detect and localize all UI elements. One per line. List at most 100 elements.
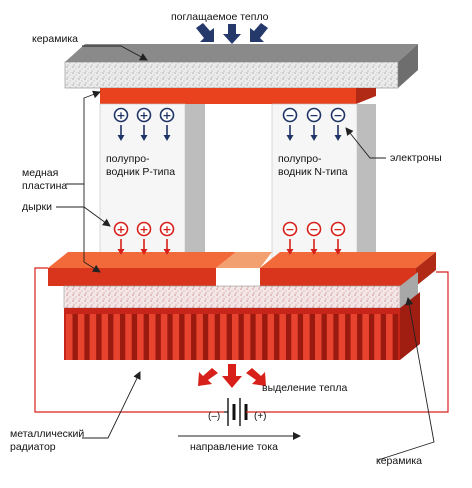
radiator-fin-shadow <box>333 314 339 360</box>
svg-text:+: + <box>139 223 148 236</box>
holes-label: дырки <box>22 201 52 213</box>
radiator-fin <box>291 314 298 360</box>
heat-in-arrows <box>196 23 268 44</box>
svg-text:−: − <box>333 223 342 236</box>
heat-release-label: выделение тепла <box>262 382 347 394</box>
hole-carrier: + <box>159 221 175 255</box>
svg-text:−: − <box>333 109 342 122</box>
radiator-label-2: радиатор <box>10 441 56 453</box>
hole-carrier: + <box>136 107 152 141</box>
electron-carrier: − <box>330 107 346 141</box>
radiator-fin-shadow <box>84 314 90 360</box>
radiator-fin <box>89 314 97 360</box>
n-type-label-2: водник N-типа <box>278 166 348 178</box>
radiator-fin-shadow <box>179 314 185 360</box>
electron-carrier: − <box>330 221 346 255</box>
radiator-fin-shadow <box>369 314 375 360</box>
svg-text:+: + <box>139 109 148 122</box>
electrons-label: электроны <box>390 152 442 164</box>
radiator-fin-shadow <box>380 314 387 360</box>
svg-text:+: + <box>116 223 125 236</box>
radiator-fin-shadow <box>143 314 149 360</box>
electrons-bottom-row: −−− <box>282 221 346 255</box>
radiator-fin-shadow <box>286 314 292 360</box>
radiator-fin-shadow <box>345 314 351 360</box>
radiator-fin <box>279 314 286 360</box>
radiator-fin-shadow <box>262 314 268 360</box>
hole-carrier: + <box>136 221 152 255</box>
radiator-fin <box>184 314 192 360</box>
electron-carrier: − <box>282 221 298 255</box>
bottom-copper-middle <box>216 252 272 268</box>
radiator-fin <box>315 314 322 360</box>
svg-text:−: − <box>285 109 294 122</box>
radiator-fin <box>196 314 203 360</box>
radiator-fin-shadow <box>392 314 398 360</box>
radiator-fin-shadow <box>167 314 173 360</box>
ceramic-bottom-label: керамика <box>376 455 422 467</box>
ceramic-top-label: керамика <box>32 33 78 45</box>
top-copper-plate <box>100 88 376 104</box>
electron-carrier: − <box>306 107 322 141</box>
circuit-wire <box>34 267 449 413</box>
radiator-fin <box>149 314 156 360</box>
p-type-label-1: полупро- <box>106 153 150 165</box>
bottom-copper-plate-left <box>48 252 236 286</box>
holes-bottom-row: + + + <box>113 221 175 255</box>
svg-text:−: − <box>309 109 318 122</box>
electron-carrier: − <box>306 221 322 255</box>
bottom-copper-plate-right <box>260 252 436 286</box>
radiator-fin <box>208 314 215 360</box>
battery-minus-label: (–) <box>208 411 220 422</box>
current-direction-label: направление тока <box>190 441 278 453</box>
radiator-fin-shadow <box>226 314 232 360</box>
leader-lines <box>56 45 435 461</box>
radiator-fin-shadow <box>131 314 138 360</box>
battery-symbol <box>224 398 264 426</box>
radiator-fin <box>303 314 310 360</box>
radiator-fin-shadow <box>321 314 327 360</box>
radiator-fin <box>386 314 393 360</box>
electrons-top-row: −−− <box>282 107 346 141</box>
p-type-label-2: водник P-типа <box>106 166 175 178</box>
radiator-fin <box>101 314 109 360</box>
radiator-fin-shadow <box>309 314 315 360</box>
radiator-fin <box>137 314 144 360</box>
p-type-leg <box>99 103 205 271</box>
radiator-fin-shadow <box>357 314 363 360</box>
radiator-fin-shadow <box>96 314 102 360</box>
radiator-fin-shadow <box>297 314 304 360</box>
radiator-fin <box>113 314 120 360</box>
battery-plus-label: (+) <box>254 411 267 422</box>
radiator-fin <box>362 314 369 360</box>
radiator-fin-shadow <box>203 314 209 360</box>
radiator-fin-shadow <box>274 314 280 360</box>
svg-text:−: − <box>309 223 318 236</box>
svg-text:−: − <box>285 223 294 236</box>
svg-text:+: + <box>116 109 125 122</box>
top-ceramic-plate <box>64 44 418 89</box>
radiator-fin-shadow <box>72 314 78 360</box>
holes-top-row: + + + <box>113 107 175 141</box>
radiator-fin-shadow <box>214 314 221 360</box>
radiator-fin-shadow <box>238 314 244 360</box>
radiator-fin <box>338 314 346 360</box>
radiator-fin-shadow <box>250 314 256 360</box>
radiator-fin <box>160 314 168 360</box>
radiator-fin <box>66 314 73 360</box>
metal-radiator <box>64 292 420 360</box>
electron-carrier: − <box>282 107 298 141</box>
radiator-fin <box>232 314 239 360</box>
n-type-leg <box>271 103 376 271</box>
radiator-fin <box>125 314 132 360</box>
radiator-fin-shadow <box>108 314 114 360</box>
svg-text:+: + <box>162 109 171 122</box>
radiator-label-1: металлический <box>10 428 84 440</box>
absorbed-heat-label: поглащаемое тепло <box>171 11 269 23</box>
radiator-fin <box>220 314 227 360</box>
copper-plate-label-1: медная <box>22 167 58 179</box>
hole-carrier: + <box>113 107 129 141</box>
radiator-fin-shadow <box>155 314 161 360</box>
radiator-fin <box>350 314 358 360</box>
